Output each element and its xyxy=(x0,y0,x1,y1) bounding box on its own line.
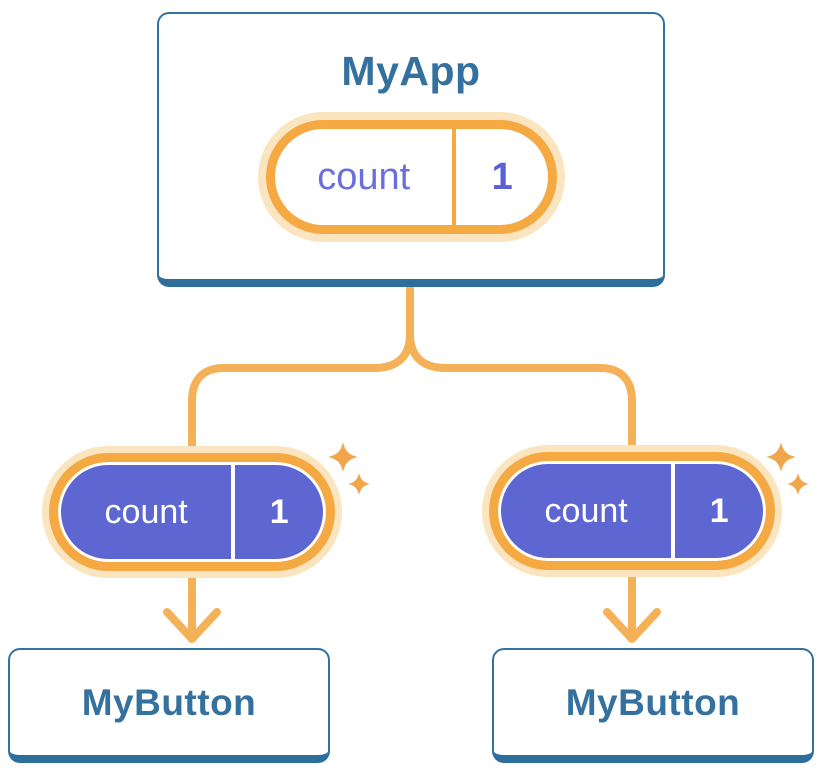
state-pill-ring: count 1 xyxy=(266,120,557,234)
component-title: MyButton xyxy=(565,681,741,723)
state-name-label: count xyxy=(317,155,411,198)
state-pill-left: count 1 xyxy=(42,446,342,578)
state-name-segment: count xyxy=(275,129,452,225)
state-value-label: 1 xyxy=(269,492,289,531)
sparkle-icon xyxy=(787,473,809,495)
state-value-segment: 1 xyxy=(235,465,323,559)
state-name-segment: count xyxy=(501,464,671,558)
state-name-label: count xyxy=(104,492,188,531)
arrow-down-right-head-icon xyxy=(603,608,661,643)
state-pill-root: count 1 xyxy=(258,112,565,242)
state-value-label: 1 xyxy=(491,155,513,198)
component-card-myapp: MyApp xyxy=(157,12,665,287)
arrow-down-left-head-icon xyxy=(163,608,221,643)
state-pill-divider xyxy=(671,464,676,558)
state-pill-right: count 1 xyxy=(482,445,782,577)
state-value-label: 1 xyxy=(709,491,729,530)
state-pill-ring: count 1 xyxy=(49,453,335,571)
sparkle-icon xyxy=(766,442,796,472)
component-card-mybutton-right: MyButton xyxy=(492,648,814,763)
fork-right-branch-line xyxy=(406,330,636,456)
sparkle-icon xyxy=(348,473,370,495)
state-name-segment: count xyxy=(61,465,231,559)
component-title: MyButton xyxy=(81,681,257,723)
state-value-segment: 1 xyxy=(456,129,548,225)
component-card-mybutton-left: MyButton xyxy=(8,648,330,763)
state-name-label: count xyxy=(544,491,628,530)
state-pill-divider xyxy=(452,129,457,225)
component-title: MyApp xyxy=(341,48,481,94)
sparkle-icon xyxy=(328,442,358,472)
fork-left-branch-line xyxy=(188,330,414,456)
state-pill-ring: count 1 xyxy=(489,452,775,570)
state-pill-divider xyxy=(231,465,236,559)
state-value-segment: 1 xyxy=(675,464,763,558)
